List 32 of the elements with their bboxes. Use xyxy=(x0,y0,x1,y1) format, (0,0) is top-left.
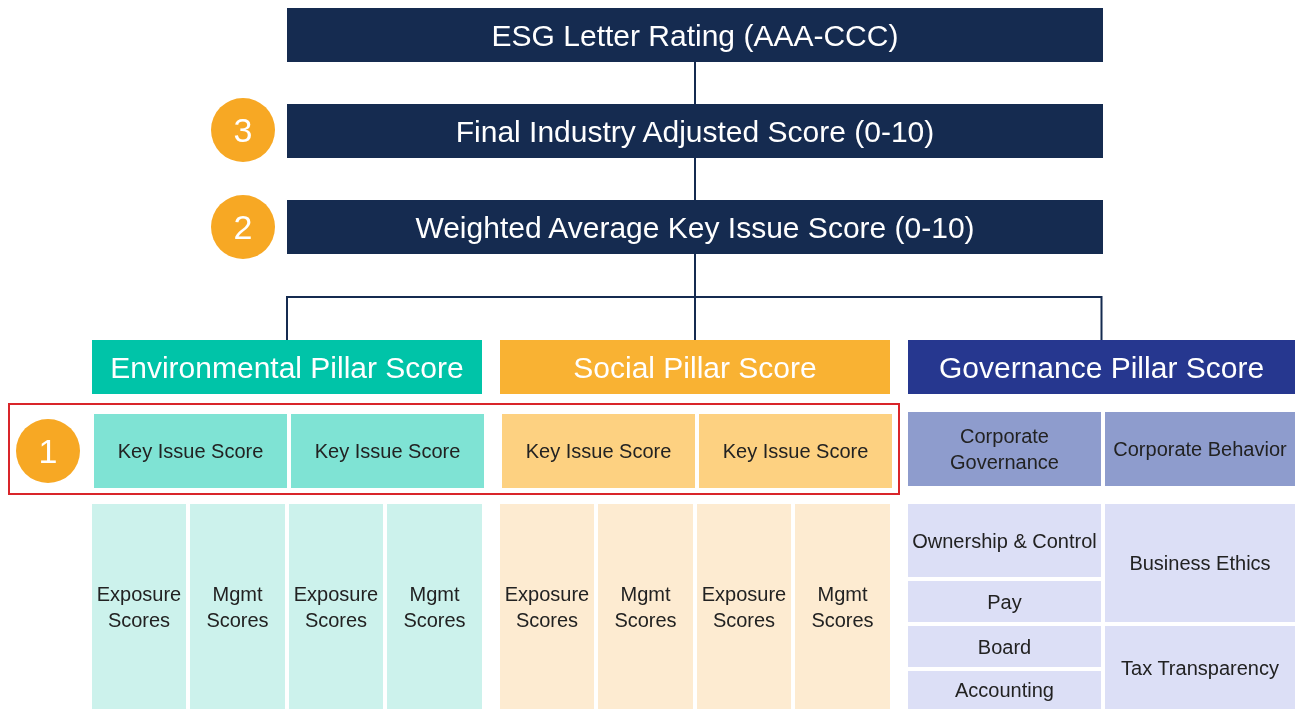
score-cell: Corporate Governance xyxy=(908,412,1101,486)
score-cell: Key Issue Score xyxy=(502,414,695,488)
score-cell: Mgmt Scores xyxy=(387,504,482,709)
score-cell: Accounting xyxy=(908,671,1101,709)
connector-line xyxy=(694,61,696,105)
score-cell: Mgmt Scores xyxy=(190,504,285,709)
score-cell: Business Ethics xyxy=(1105,504,1295,622)
score-cell: Exposure Scores xyxy=(92,504,186,709)
connector-line xyxy=(694,157,696,201)
score-cell: Mgmt Scores xyxy=(795,504,890,709)
score-cell: Exposure Scores xyxy=(500,504,594,709)
score-cell: Exposure Scores xyxy=(697,504,791,709)
step-number-badge: 3 xyxy=(211,98,275,162)
score-cell: Key Issue Score xyxy=(291,414,484,488)
pillar-header: Governance Pillar Score xyxy=(908,340,1295,394)
step-number-badge: 1 xyxy=(16,419,80,483)
score-cell: Key Issue Score xyxy=(94,414,287,488)
score-cell: Tax Transparency xyxy=(1105,626,1295,709)
score-box: ESG Letter Rating (AAA-CCC) xyxy=(287,8,1103,62)
highlight-frame xyxy=(8,403,900,495)
pillar-header: Environmental Pillar Score xyxy=(92,340,482,394)
step-number-badge: 2 xyxy=(211,195,275,259)
score-box: Weighted Average Key Issue Score (0-10) xyxy=(287,200,1103,254)
pillar-header: Social Pillar Score xyxy=(500,340,890,394)
score-cell: Board xyxy=(908,626,1101,667)
score-cell: Ownership & Control xyxy=(908,504,1101,577)
score-cell: Corporate Behavior xyxy=(1105,412,1295,486)
score-cell: Mgmt Scores xyxy=(598,504,693,709)
score-box: Final Industry Adjusted Score (0-10) xyxy=(287,104,1103,158)
score-cell: Exposure Scores xyxy=(289,504,383,709)
score-cell: Key Issue Score xyxy=(699,414,892,488)
score-cell: Pay xyxy=(908,581,1101,622)
